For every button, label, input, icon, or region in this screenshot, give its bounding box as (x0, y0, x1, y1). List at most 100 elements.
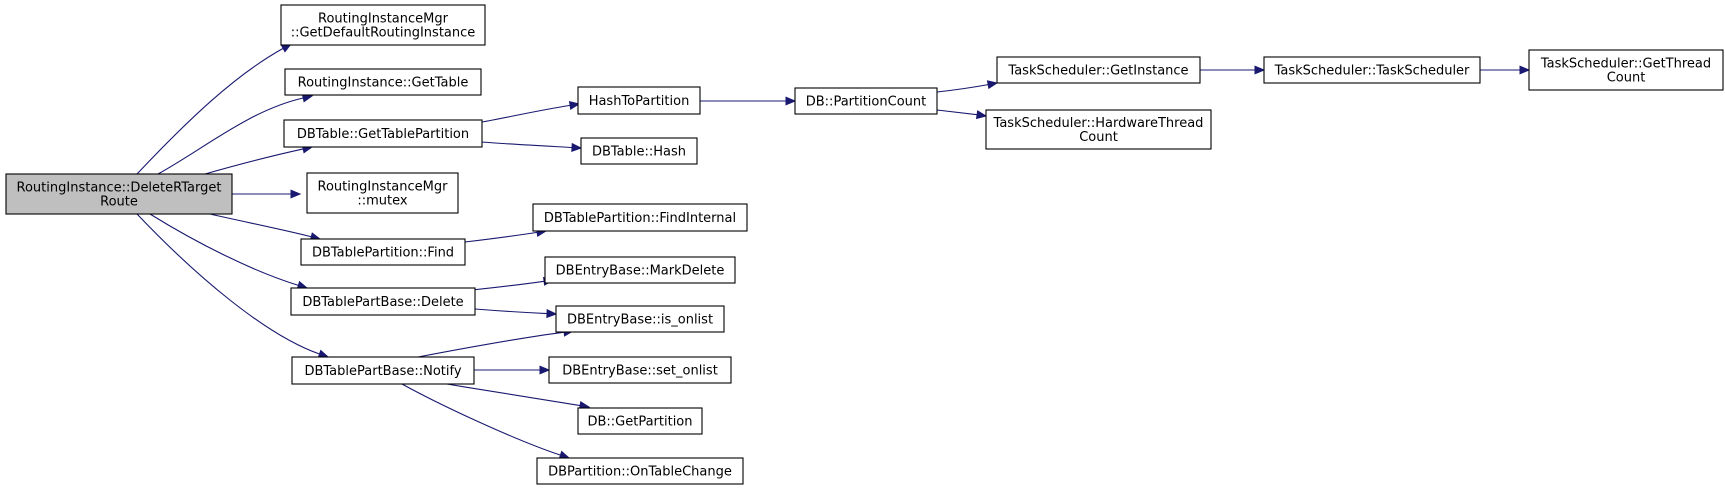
node-label: DBTable::GetTablePartition (297, 127, 469, 142)
node-label: RoutingInstanceMgr (318, 180, 449, 195)
edge-n_notify-to-n_so (473, 365, 551, 375)
edge-n_gtp-to-n_h2p (481, 100, 581, 123)
node-box (280, 4, 486, 46)
node-label: DBPartition::OnTableChange (548, 465, 732, 480)
function-node[interactable]: DBTable::GetTablePartition (283, 119, 483, 148)
node-label: TaskScheduler::HardwareThread (993, 116, 1204, 131)
arrowhead-icon (546, 308, 558, 319)
edge-line (474, 308, 548, 315)
node-box (1263, 56, 1481, 84)
edge-root-to-n_delete (149, 213, 309, 290)
arrowhead-icon (290, 189, 302, 199)
node-box (283, 119, 483, 148)
function-node[interactable]: DBEntryBase::is_onlist (555, 305, 725, 333)
node-label: Route (100, 195, 138, 210)
function-node[interactable]: DBTablePartBase::Notify (291, 356, 475, 385)
edge-n_notify-to-n_iso (417, 327, 575, 358)
function-node[interactable]: TaskScheduler::GetInstance (996, 56, 1201, 84)
arrowhead-icon (986, 80, 999, 90)
function-node[interactable]: DBEntryBase::MarkDelete (544, 256, 736, 284)
edge-root-to-n_gdri (136, 43, 293, 175)
arrowhead-icon (539, 365, 551, 375)
node-label: DBTablePartBase::Notify (304, 364, 461, 379)
node-label: TaskScheduler::TaskScheduler (1274, 64, 1470, 79)
edge-n_notify-to-n_otc (401, 383, 571, 460)
node-box (300, 238, 466, 266)
edge-n_pc-to-n_tshw (936, 109, 988, 120)
function-node[interactable]: RoutingInstanceMgr::mutex (306, 172, 459, 214)
function-node[interactable]: DBTablePartition::Find (300, 238, 466, 266)
edge-line (446, 383, 581, 407)
edge-line (136, 47, 284, 175)
function-node[interactable]: DBTablePartition::FindInternal (532, 203, 748, 232)
node-label: DBTable::Hash (592, 145, 686, 160)
node-box (290, 287, 476, 316)
function-node[interactable]: DBTable::Hash (580, 137, 698, 165)
edge-line (481, 141, 573, 149)
edge-line (401, 383, 561, 456)
edge-line (936, 109, 978, 116)
node-box (291, 356, 475, 385)
node-label: DBEntryBase::MarkDelete (556, 264, 725, 279)
edge-n_tsgi-to-n_tsts (1200, 65, 1266, 75)
edge-n_notify-to-n_gp (446, 383, 591, 411)
node-box (580, 137, 698, 165)
function-node[interactable]: DB::GetPartition (577, 407, 703, 435)
node-label: DBEntryBase::is_onlist (567, 313, 713, 328)
function-node[interactable]: DBEntryBase::set_onlist (548, 356, 732, 384)
node-box (306, 172, 459, 214)
edge-line (136, 213, 320, 355)
function-node[interactable]: HashToPartition (577, 86, 701, 115)
node-box (985, 109, 1212, 150)
function-node[interactable]: DBPartition::OnTableChange (536, 457, 744, 485)
node-label: DBTablePartBase::Delete (302, 295, 463, 310)
node-box (577, 407, 703, 435)
node-label: TaskScheduler::GetThread (1540, 57, 1711, 72)
call-edges (136, 43, 1531, 460)
arrowhead-icon (975, 110, 988, 120)
node-box (548, 356, 732, 384)
node-box (532, 203, 748, 232)
node-label: DBTablePartition::Find (312, 246, 454, 261)
node-label: RoutingInstance::DeleteRTarget (17, 181, 222, 196)
node-label: DB::GetPartition (587, 415, 692, 430)
function-node[interactable]: RoutingInstanceMgr::GetDefaultRoutingIns… (280, 4, 486, 46)
node-label: Count (1079, 130, 1118, 145)
arrowhead-icon (785, 96, 797, 106)
node-label: DBTablePartition::FindInternal (544, 211, 736, 226)
function-node[interactable]: TaskScheduler::TaskScheduler (1263, 56, 1481, 84)
node-box (284, 68, 482, 96)
edge-line (417, 331, 565, 358)
function-node[interactable]: DBTablePartBase::Delete (290, 287, 476, 316)
node-box (544, 256, 736, 284)
edge-line (936, 84, 989, 93)
edge-line (471, 280, 545, 291)
edge-line (204, 148, 304, 175)
function-node[interactable]: RoutingInstance::GetTable (284, 68, 482, 96)
edge-n_tsts-to-n_tsgt (1480, 65, 1531, 75)
node-label: RoutingInstanceMgr (318, 12, 449, 27)
edge-line (149, 213, 299, 286)
function-node[interactable]: DB::PartitionCount (794, 87, 938, 115)
edge-root-to-n_gtp (204, 144, 314, 175)
node-box (5, 173, 233, 215)
edge-line (481, 104, 571, 123)
node-label: DBEntryBase::set_onlist (562, 364, 718, 379)
arrowhead-icon (1254, 65, 1266, 75)
arrowhead-icon (571, 142, 583, 153)
edge-n_delete-to-n_md (471, 276, 555, 291)
node-label: Count (1607, 71, 1646, 86)
edge-n_pc-to-n_tsgi (936, 80, 999, 93)
function-nodes: RoutingInstance::DeleteRTargetRouteRouti… (5, 4, 1724, 485)
arrowhead-icon (1519, 65, 1531, 75)
edge-line (209, 213, 312, 238)
node-box (536, 457, 744, 485)
edge-n_delete-to-n_iso (474, 308, 558, 319)
node-label: RoutingInstance::GetTable (298, 76, 469, 91)
node-label: DB::PartitionCount (806, 95, 926, 110)
edge-n_gtp-to-n_hash (481, 141, 583, 153)
